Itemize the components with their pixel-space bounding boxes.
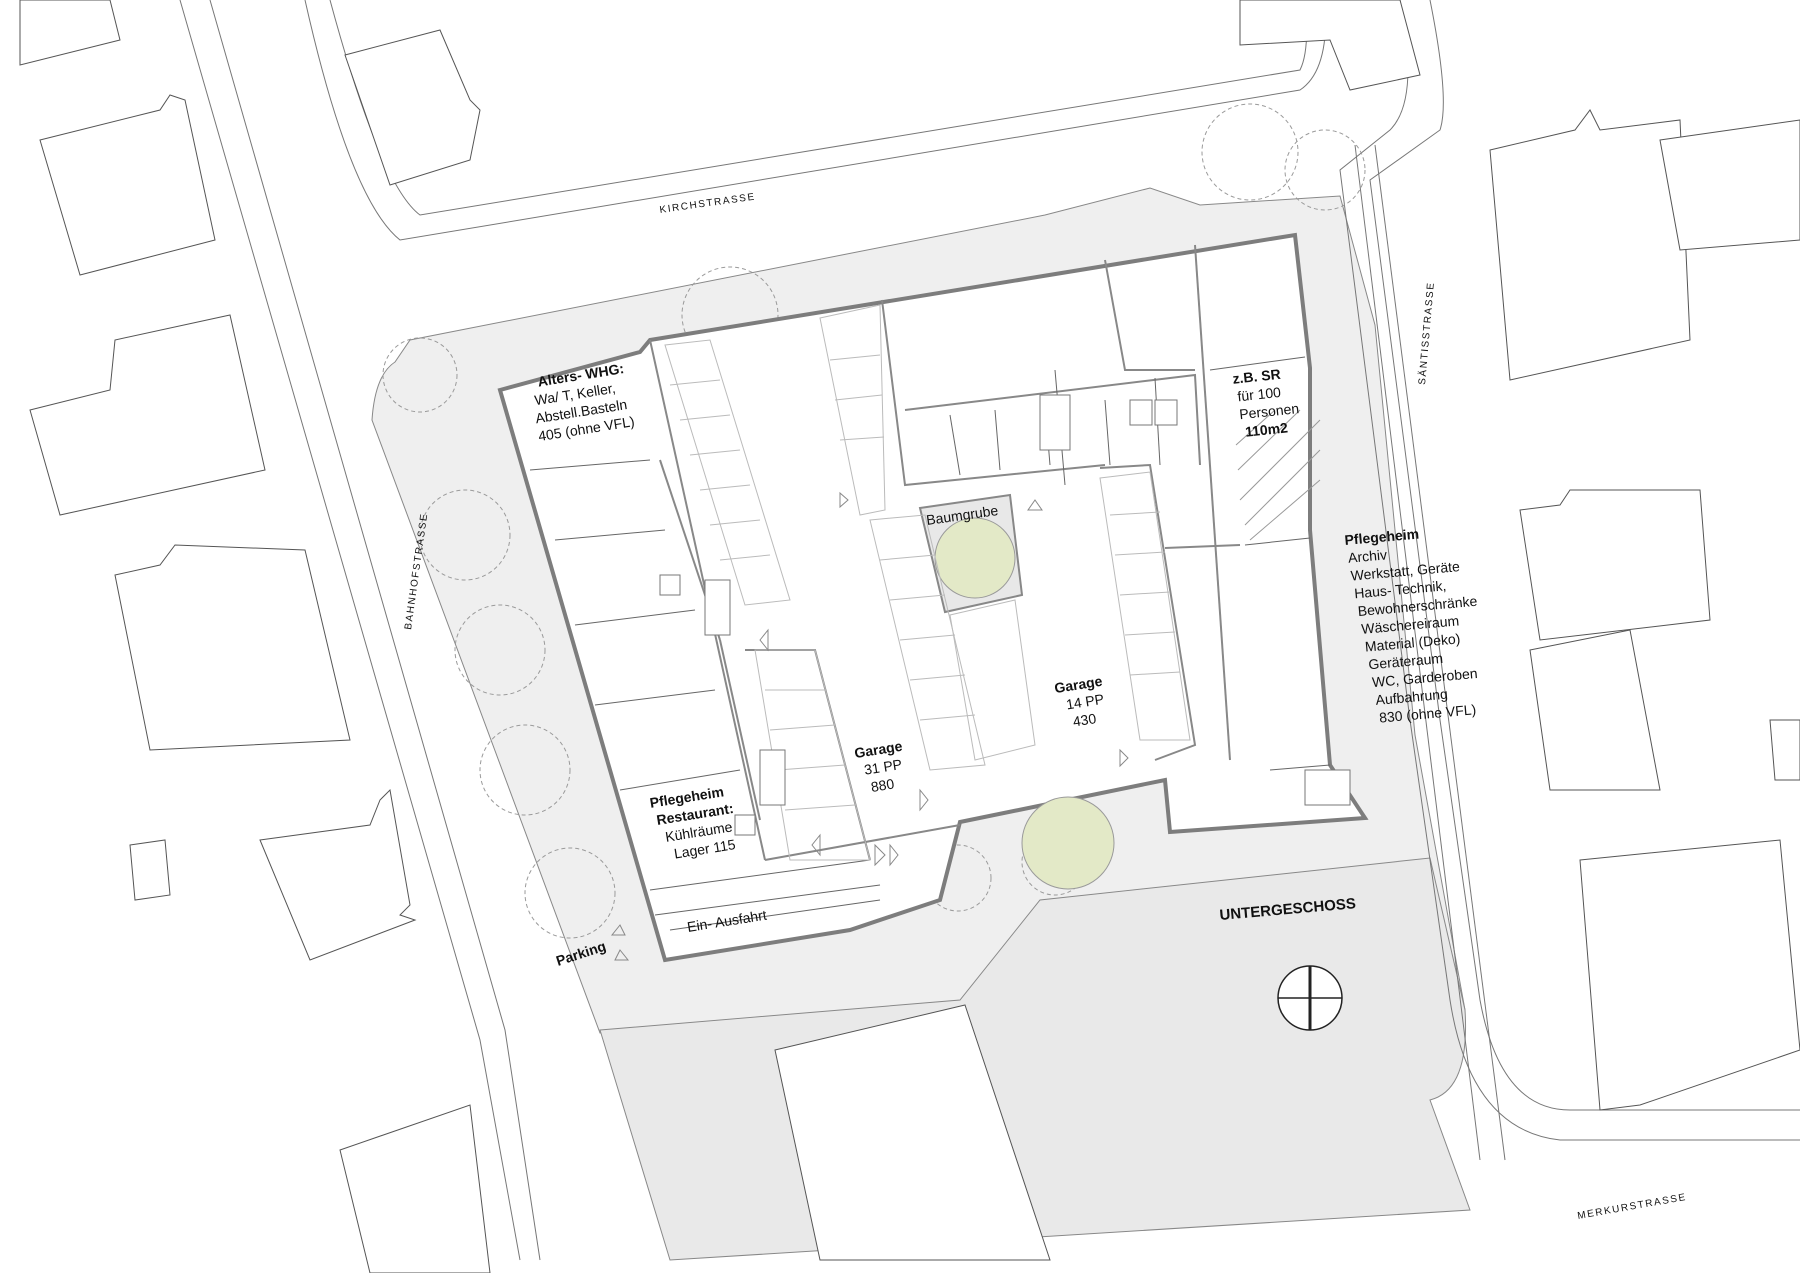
courtyard-tree	[1021, 796, 1115, 890]
svg-text:430: 430	[1072, 710, 1098, 729]
svg-text:z.B. SR: z.B. SR	[1232, 366, 1282, 387]
street-kirchstrasse: KIRCHSTRASSE	[659, 192, 757, 216]
svg-text:Geräteraum: Geräteraum	[1368, 650, 1444, 672]
street-lines	[179, 0, 1800, 1261]
street-bahnhofstrasse: BAHNHOFSTRASSE	[403, 512, 430, 630]
svg-text:Garage: Garage	[853, 738, 903, 761]
svg-text:Garage: Garage	[1053, 673, 1103, 696]
traffic-arrows	[610, 491, 1129, 961]
room-garage-west: Garage 31 PP 880	[853, 738, 903, 795]
svg-text:880: 880	[870, 775, 896, 794]
sr-hatch	[1235, 409, 1321, 541]
baumgrube-tree	[934, 517, 1016, 599]
stairs	[704, 394, 1351, 806]
room-sr: z.B. SR für 100 Personen 110m2	[1232, 366, 1300, 440]
svg-text:31 PP: 31 PP	[863, 756, 903, 778]
street-trees	[382, 103, 1366, 939]
street-saentisstrasse: SÄNTISSTRASSE	[1416, 281, 1437, 385]
svg-text:14 PP: 14 PP	[1065, 691, 1105, 713]
street-merkurstrasse: MERKURSTRASSE	[1577, 1192, 1688, 1222]
lifts	[659, 399, 1178, 836]
neighbour-buildings	[19, 0, 1800, 1273]
svg-text:Aufbahrung: Aufbahrung	[1375, 686, 1449, 708]
svg-text:110m2: 110m2	[1244, 419, 1288, 439]
svg-text:Personen: Personen	[1238, 400, 1299, 422]
svg-text:Archiv: Archiv	[1347, 546, 1387, 565]
room-garage-east: Garage 14 PP 430	[1053, 673, 1105, 730]
svg-text:für 100: für 100	[1237, 384, 1282, 404]
parking-stalls-west	[664, 304, 1191, 861]
north-arrow-icon	[1277, 965, 1343, 1031]
interior-walls	[529, 244, 1331, 931]
svg-text:Pflegeheim: Pflegeheim	[1344, 526, 1420, 548]
